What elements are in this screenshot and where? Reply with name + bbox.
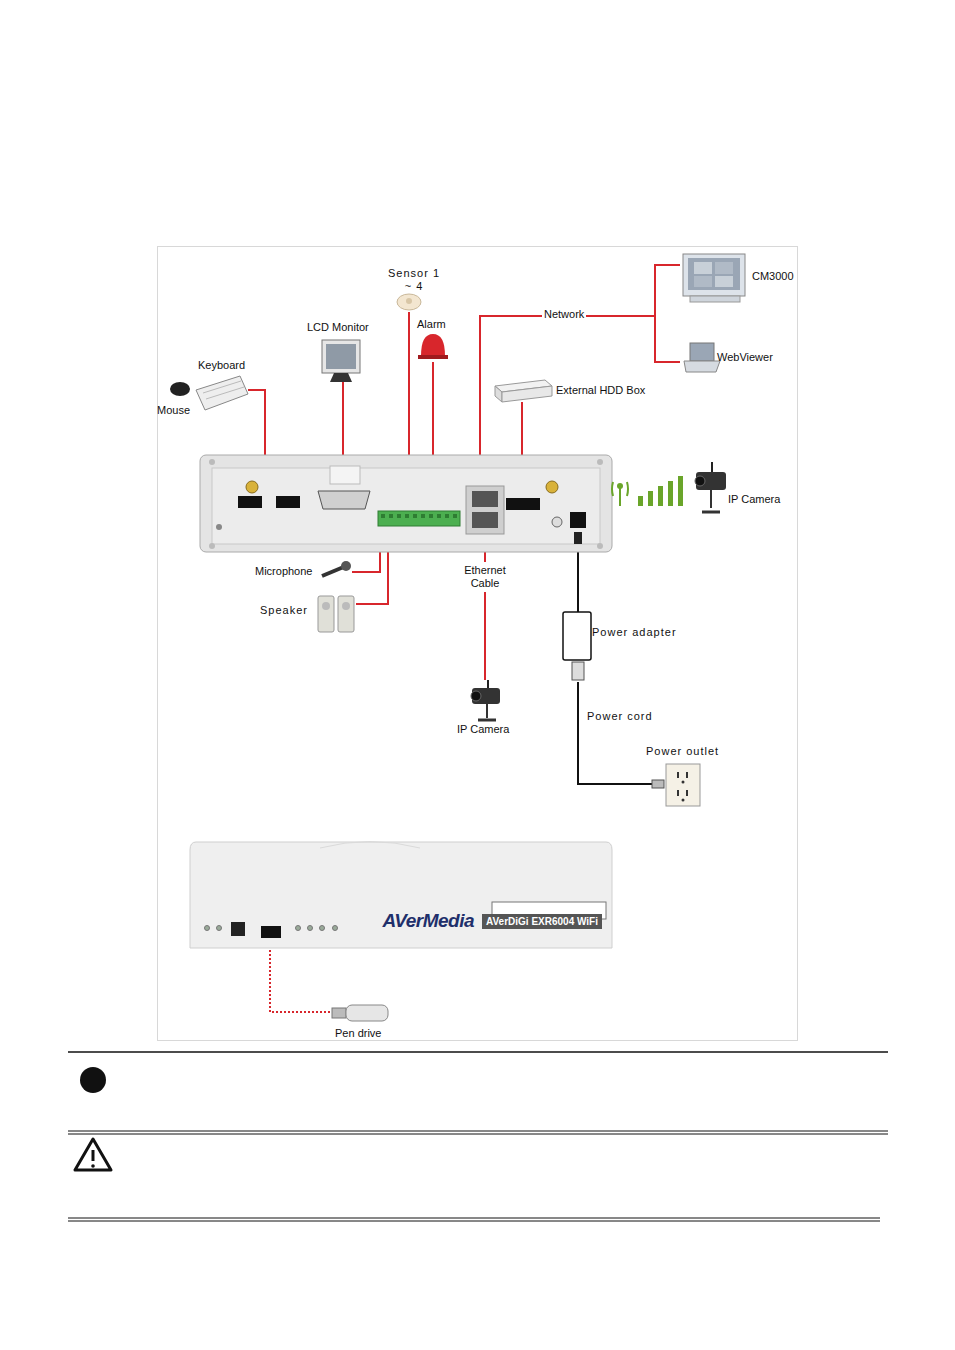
model-name: AVerDiGi EXR6004 WiFi [482,914,602,929]
part-label: Power cord [587,710,653,723]
part-label: Speaker [260,604,308,617]
part-label: Ethernet Cable [460,564,510,590]
part-label: IP Camera [728,493,780,506]
part-label: Microphone [255,565,312,578]
part-label: WebViewer [717,351,773,364]
part-label: IP Camera [457,723,509,736]
brand-logo: AVerMedia [382,910,474,932]
part-label: Power adapter [592,626,677,639]
part-label: LCD Monitor [307,321,369,334]
part-label: Keyboard [198,359,245,372]
part-label: Alarm [417,318,446,331]
part-label: CM3000 [752,270,794,283]
part-label: Mouse [157,404,190,417]
part-label: Network [542,308,586,321]
part-label: Pen drive [335,1027,381,1040]
part-label: External HDD Box [556,384,645,397]
dvr-front-unit: AVerMedia AVerDiGi EXR6004 WiFi [190,842,612,948]
part-label: Power outlet [646,745,719,758]
part-label: Sensor 1 ~ 4 [386,267,442,293]
